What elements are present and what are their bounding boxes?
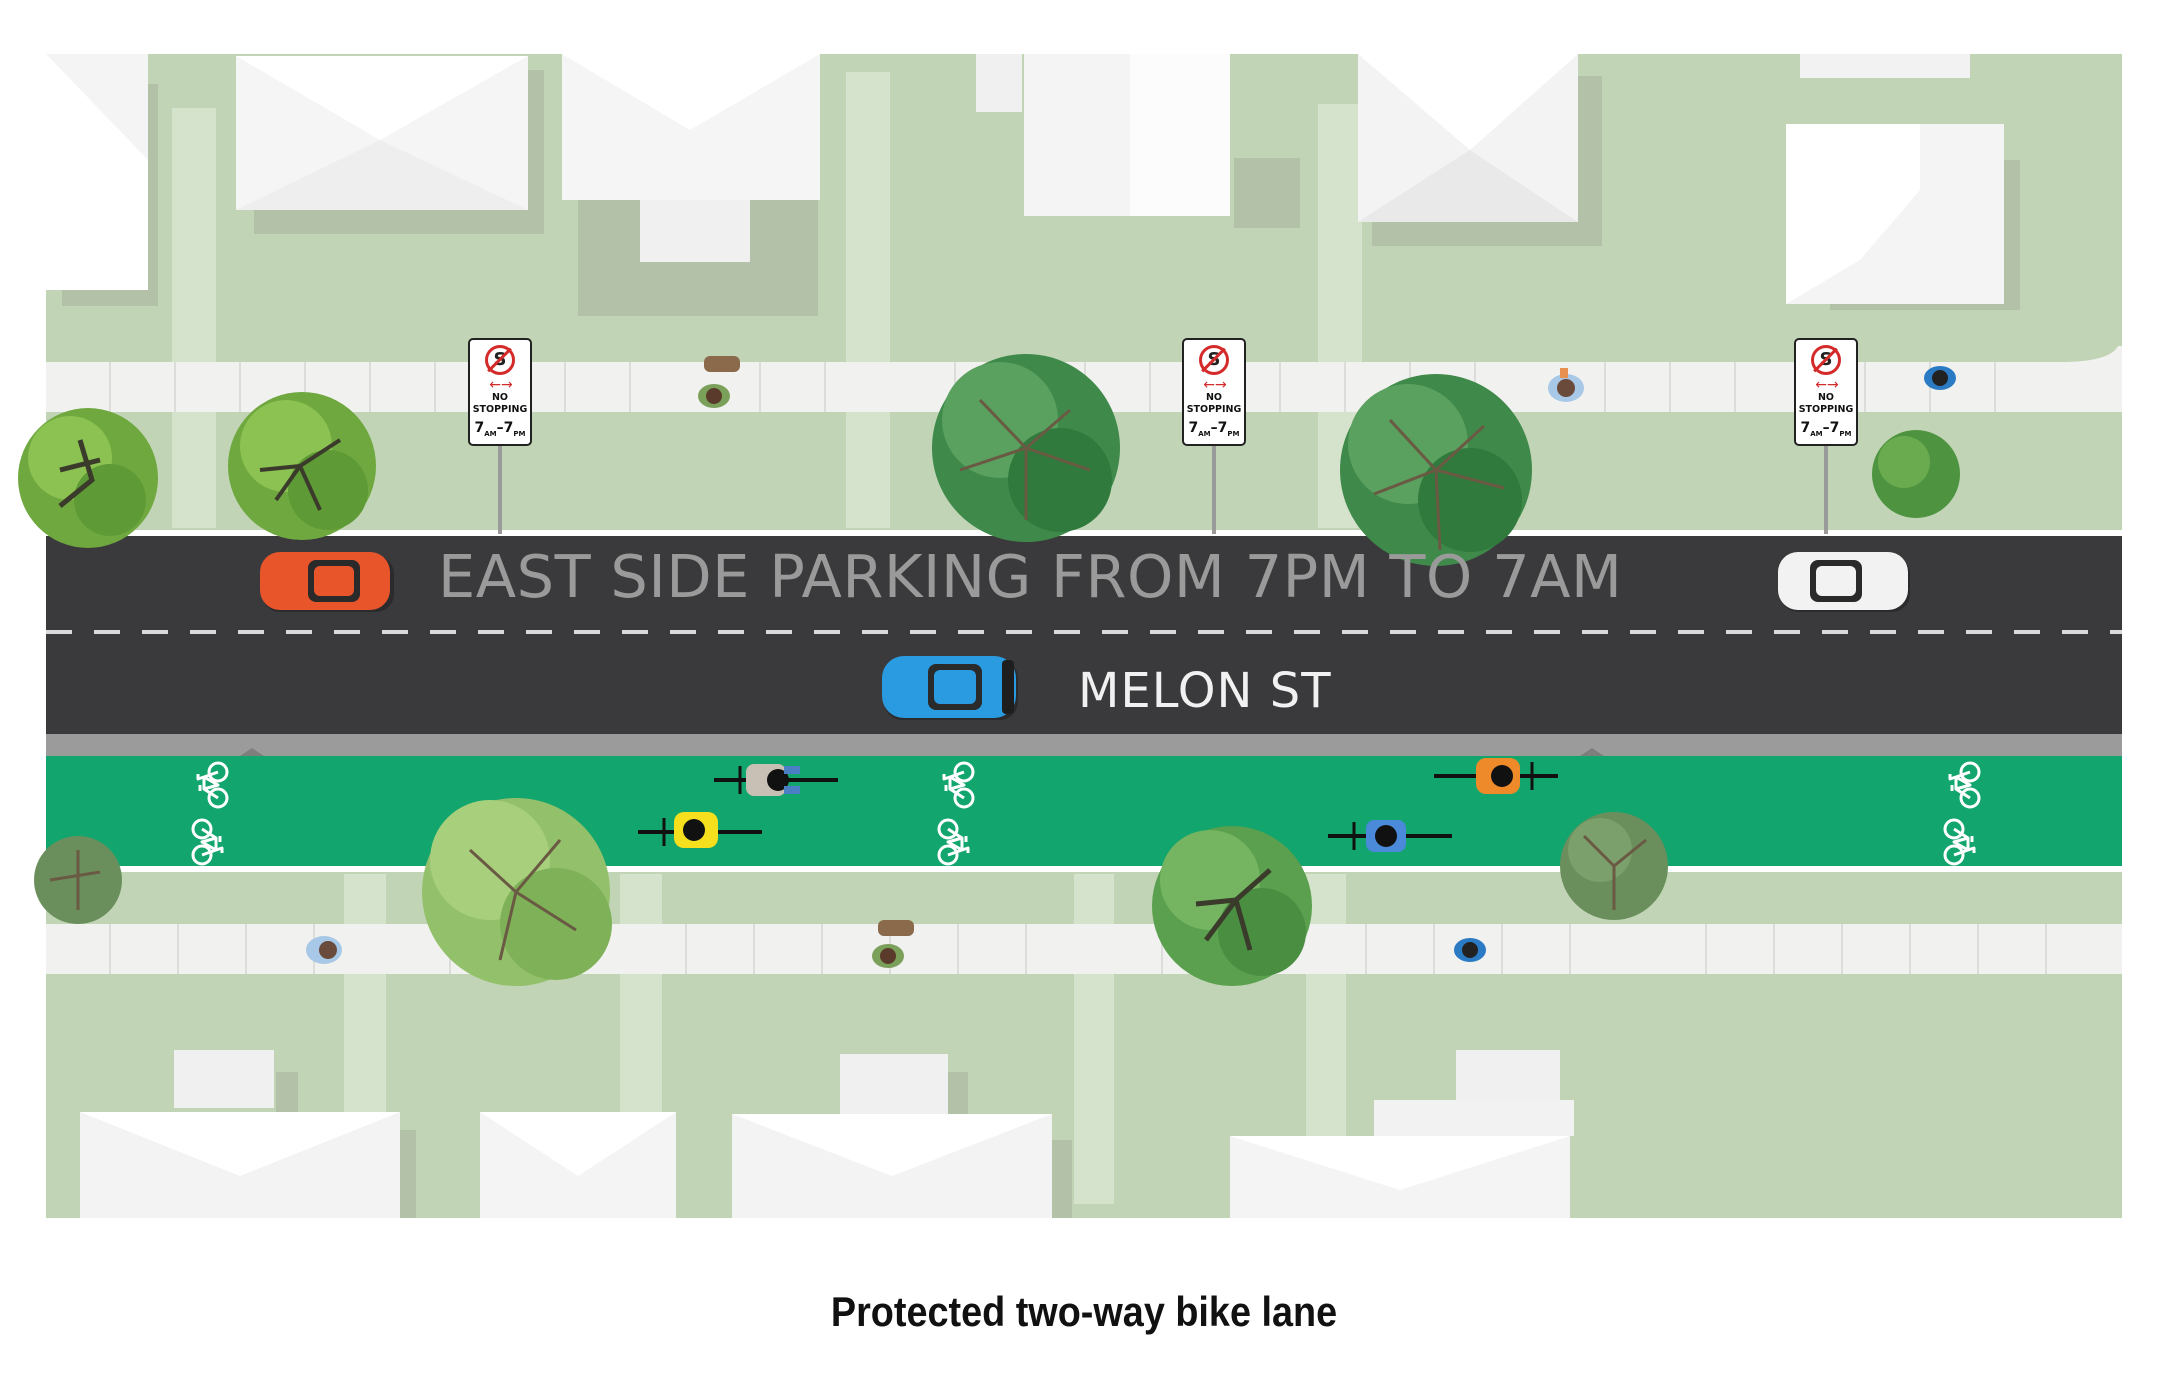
pedestrian-icon bbox=[306, 356, 1956, 968]
tree-icon bbox=[18, 354, 1960, 986]
cyclist-icon bbox=[636, 758, 1560, 852]
houses-north bbox=[46, 54, 2020, 316]
road bbox=[46, 530, 2122, 756]
south-sidewalk bbox=[46, 924, 2122, 974]
car-icon bbox=[260, 552, 1910, 720]
bike-lane bbox=[46, 756, 2122, 872]
sign-poles bbox=[498, 446, 1828, 534]
houses-south bbox=[80, 1050, 1574, 1218]
